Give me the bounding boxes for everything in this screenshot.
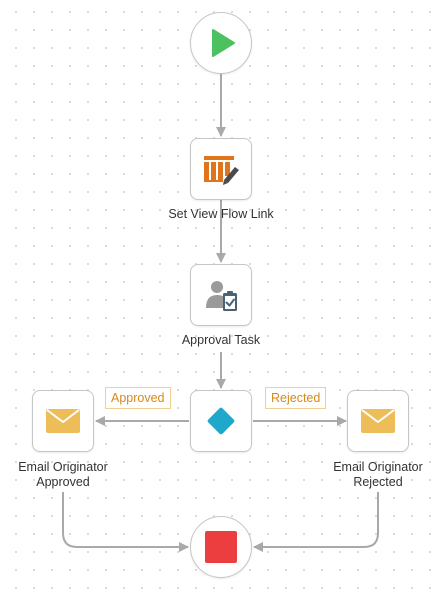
decision-node[interactable] <box>190 390 252 452</box>
email-rejected-label-line2: Rejected <box>353 475 403 489</box>
stop-icon <box>204 530 238 564</box>
email-rejected-label-line1: Email Originator <box>333 460 423 474</box>
connector-approved-to-end[interactable] <box>62 492 189 552</box>
approval-task-label: Approval Task <box>181 333 261 347</box>
spreadsheet-edit-icon <box>202 152 240 186</box>
email-originator-rejected-label: Email Originator Rejected <box>318 460 438 490</box>
end-node[interactable] <box>190 516 252 578</box>
set-view-flow-link-label: Set View Flow Link <box>168 207 274 221</box>
email-originator-approved-label: Email Originator Approved <box>0 460 143 490</box>
diamond-icon <box>204 404 238 438</box>
play-icon <box>204 26 238 60</box>
rejected-branch-label: Rejected <box>265 387 327 409</box>
email-originator-approved-node[interactable] <box>32 390 94 452</box>
envelope-icon <box>360 408 396 434</box>
start-node[interactable] <box>190 12 252 74</box>
email-approved-label-line2: Approved <box>36 475 90 489</box>
connector-rejected-to-end[interactable] <box>253 492 379 552</box>
email-originator-rejected-node[interactable] <box>347 390 409 452</box>
approved-branch-label: Approved <box>105 387 171 409</box>
user-clipboard-icon <box>201 275 241 315</box>
approval-task-node[interactable] <box>190 264 252 326</box>
set-view-flow-link-node[interactable] <box>190 138 252 200</box>
email-approved-label-line1: Email Originator <box>18 460 108 474</box>
envelope-icon <box>45 408 81 434</box>
